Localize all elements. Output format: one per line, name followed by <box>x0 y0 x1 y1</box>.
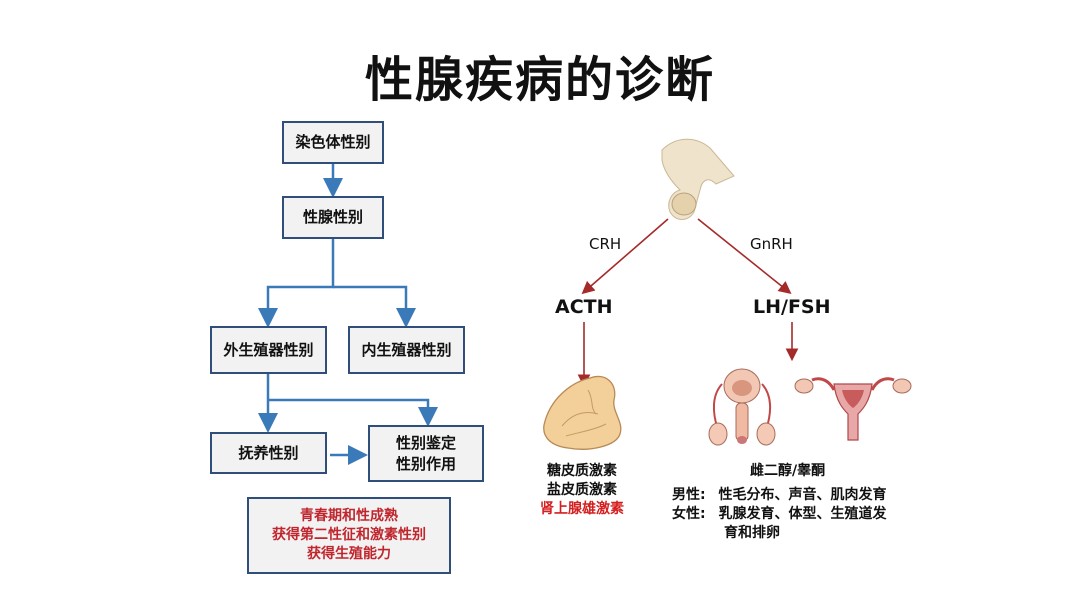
female-desc-cont: 育和排卵 <box>724 525 780 541</box>
box-external-genital-sex: 外生殖器性别 <box>210 326 327 374</box>
female-label: 女性: <box>672 506 706 522</box>
line-to-identification <box>268 398 438 427</box>
sex-steroids-text: 雌二醇/睾酮 <box>750 463 826 479</box>
female-row: 女性: 乳腺发育、体型、生殖道发 <box>672 505 932 524</box>
female-reproductive-illustration <box>794 377 912 441</box>
glucocorticoid-text: 糖皮质激素 <box>547 463 617 479</box>
box-external-genital-sex-label: 外生殖器性别 <box>223 340 314 359</box>
box-outcome: 青春期和性成熟 获得第二性征和激素性别 获得生殖能力 <box>247 497 451 574</box>
male-label: 男性: <box>672 487 706 503</box>
box-internal-genital-sex-label: 内生殖器性别 <box>361 340 452 359</box>
male-desc: 性毛分布、声音、肌肉发育 <box>718 487 887 503</box>
box-sex-identification: 性别鉴定 性别作用 <box>368 425 484 482</box>
male-row: 男性: 性毛分布、声音、肌肉发育 <box>672 486 932 505</box>
box-chromosomal-sex: 染色体性别 <box>282 121 384 164</box>
pituitary-illustration <box>661 138 735 220</box>
box-gonadal-sex-label: 性腺性别 <box>302 208 363 226</box>
arrow-gnrh <box>697 218 792 295</box>
box-outcome-line-3: 获得生殖能力 <box>307 546 391 562</box>
box-gonadal-sex: 性腺性别 <box>282 196 384 239</box>
box-sex-identification-line-2: 性别作用 <box>395 454 456 473</box>
box-outcome-line-2: 获得第二性征和激素性别 <box>272 527 426 543</box>
box-rearing-sex: 抚养性别 <box>210 432 327 474</box>
sex-characteristics: 男性: 性毛分布、声音、肌肉发育 女性: 乳腺发育、体型、生殖道发 育和排卵 <box>672 486 932 543</box>
box-chromosomal-sex-label: 染色体性别 <box>295 133 371 151</box>
male-reproductive-illustration <box>708 368 776 446</box>
mineralocorticoid-text: 盐皮质激素 <box>547 482 617 498</box>
adrenal-androgen-text: 肾上腺雄激素 <box>540 501 624 517</box>
box-rearing-sex-label: 抚养性别 <box>238 443 299 462</box>
adrenal-gland-illustration <box>543 375 622 450</box>
label-gnrh: GnRH <box>750 235 793 253</box>
female-desc: 乳腺发育、体型、生殖道发 <box>718 506 887 522</box>
label-lh-fsh: LH/FSH <box>753 296 831 318</box>
label-acth: ACTH <box>555 296 613 318</box>
adrenal-hormones: 糖皮质激素 盐皮质激素 肾上腺雄激素 <box>520 462 644 519</box>
label-crh: CRH <box>589 235 622 253</box>
box-sex-identification-line-1: 性别鉴定 <box>395 433 456 452</box>
page-title: 性腺疾病的诊断 <box>364 52 715 108</box>
line-gonadal-to-internal <box>333 285 416 328</box>
box-internal-genital-sex: 内生殖器性别 <box>348 326 465 374</box>
box-outcome-line-1: 青春期和性成熟 <box>300 508 398 524</box>
arrow-crh <box>581 218 669 295</box>
line-gonadal-split <box>258 239 335 328</box>
